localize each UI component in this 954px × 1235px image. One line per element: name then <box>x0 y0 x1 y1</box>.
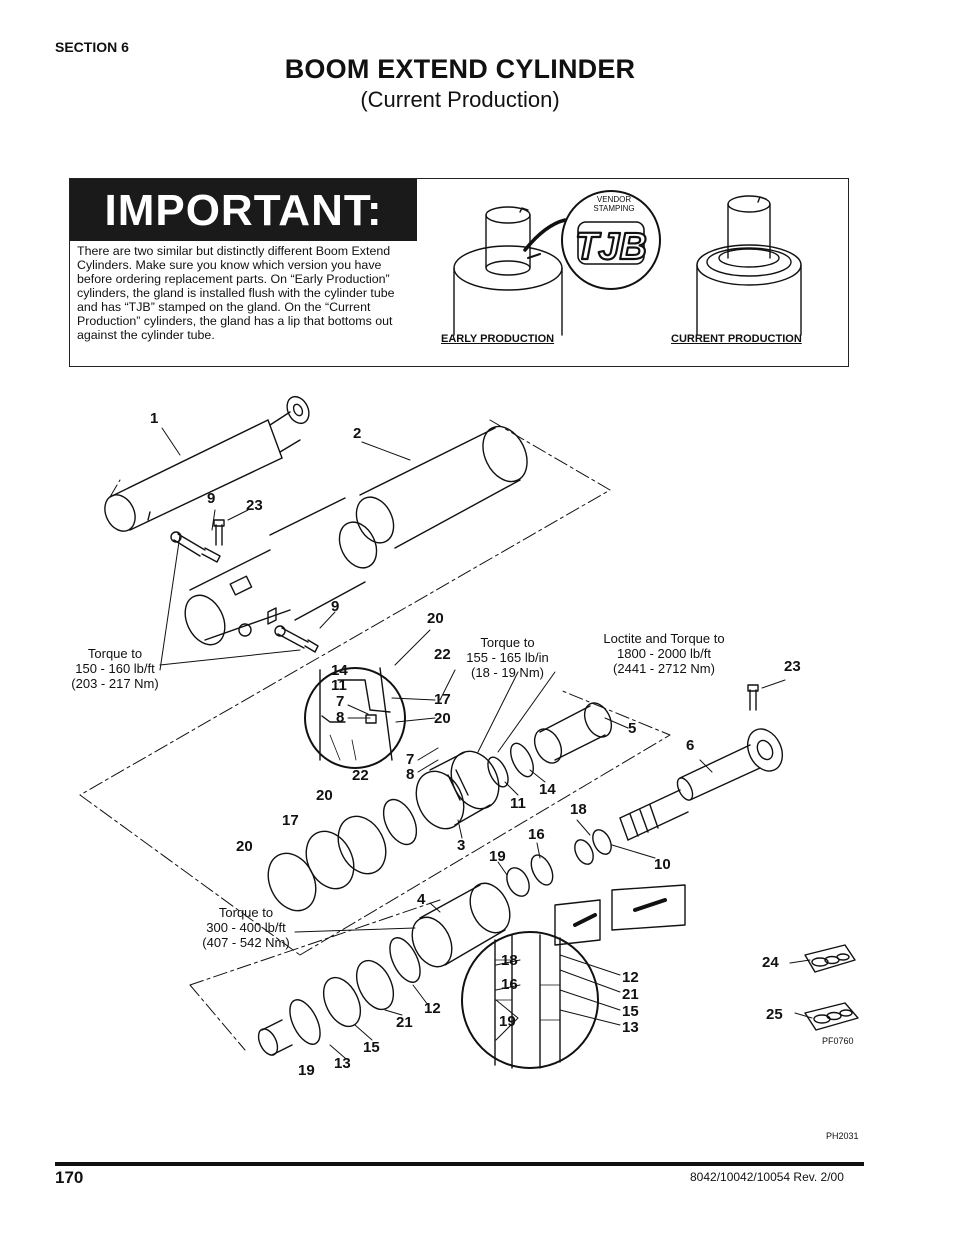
item-1-cylinder-assembly <box>104 395 310 532</box>
callout-23: 23 <box>246 497 263 514</box>
item-9-fittings <box>170 531 319 653</box>
callout-11: 11 <box>331 677 347 694</box>
callout-15: 15 <box>363 1039 380 1056</box>
vendor-stamping-label: VENDOR STAMPING <box>593 195 635 213</box>
page-title: BOOM EXTEND CYLINDER <box>284 54 636 84</box>
callout-5: 5 <box>628 720 637 737</box>
item-10-threads <box>574 789 689 865</box>
item-23-bleeder <box>213 519 759 711</box>
callout-1: 1 <box>150 410 159 427</box>
callout-10: 10 <box>654 856 671 873</box>
early-production-label: EARLY PRODUCTION <box>441 333 555 345</box>
item-5-spacer <box>533 702 613 764</box>
section-label: SECTION 6 <box>55 39 129 55</box>
tjb-logo-text: TJB <box>575 226 647 268</box>
important-notice-box <box>69 178 849 367</box>
callout-6: 6 <box>686 737 695 754</box>
callout-14: 14 <box>539 781 556 798</box>
leader-lines <box>159 427 813 1059</box>
callout-9: 9 <box>331 598 340 615</box>
torque-note-gland: Torque to 300 - 400 lb/ft (407 - 542 Nm) <box>202 905 290 950</box>
callout-13: 13 <box>334 1055 351 1072</box>
important-banner <box>70 179 417 241</box>
seal-kits <box>804 944 859 1031</box>
current-production-illustration <box>696 195 802 336</box>
callout-11: 11 <box>510 795 526 812</box>
callout-7: 7 <box>336 693 345 710</box>
item-3-piston <box>415 750 500 830</box>
callout-7: 7 <box>406 751 415 768</box>
callout-17: 17 <box>282 812 299 829</box>
vendor-stamp-logo: TJB <box>561 190 661 290</box>
seal-rings <box>267 742 535 912</box>
callout-21: 21 <box>622 986 639 1003</box>
detail-wedges <box>554 884 686 946</box>
current-production-label: CURRENT PRODUCTION <box>671 333 802 345</box>
callout-12: 12 <box>622 969 639 986</box>
callout-20: 20 <box>316 787 333 804</box>
loctite-torque-note: Loctite and Torque to 1800 - 2000 lb/ft … <box>603 631 725 676</box>
callout-9: 9 <box>207 490 216 507</box>
callout-25: 25 <box>766 1006 783 1023</box>
callout-19: 19 <box>499 1013 516 1030</box>
callout-20: 20 <box>236 838 253 855</box>
detail-circle-upper <box>304 667 406 769</box>
callout-14: 14 <box>331 662 348 679</box>
callout-16: 16 <box>501 976 518 993</box>
important-body-text: There are two similar but distinctly dif… <box>77 244 395 342</box>
callout-3: 3 <box>457 837 466 854</box>
callout-15: 15 <box>622 1003 639 1020</box>
callout-19: 19 <box>489 848 506 865</box>
callout-4: 4 <box>417 891 426 908</box>
callout-8: 8 <box>336 709 345 726</box>
callout-21: 21 <box>396 1014 413 1031</box>
important-title: IMPORTANT: <box>104 186 383 235</box>
callout-12: 12 <box>424 1000 441 1017</box>
detail-circle-lower <box>461 931 599 1069</box>
document-reference: 8042/10042/10054 Rev. 2/00 <box>690 1170 844 1184</box>
lower-seal-rings <box>257 937 421 1056</box>
item-6-rod <box>676 728 784 801</box>
page-number: 170 <box>55 1168 84 1187</box>
callout-8: 8 <box>406 766 415 783</box>
item-4-gland <box>411 854 554 968</box>
callout-13: 13 <box>622 1019 639 1036</box>
callout-16: 16 <box>528 826 545 843</box>
figure-code-ph: PH2031 <box>826 1131 859 1141</box>
callout-18: 18 <box>501 952 518 969</box>
callout-22: 22 <box>352 767 369 784</box>
callout-20: 20 <box>434 710 451 727</box>
callout-20: 20 <box>427 610 444 627</box>
callout-23: 23 <box>784 658 801 675</box>
page-subtitle: (Current Production) <box>360 87 560 112</box>
callout-24: 24 <box>762 954 779 971</box>
callout-2: 2 <box>353 425 362 442</box>
callout-18: 18 <box>570 801 587 818</box>
callout-19: 19 <box>298 1062 315 1079</box>
callout-17: 17 <box>434 691 451 708</box>
item-2-barrel <box>184 425 528 646</box>
torque-note-fittings: Torque to 150 - 160 lb/ft (203 - 217 Nm) <box>71 646 159 691</box>
callout-22: 22 <box>434 646 451 663</box>
early-production-illustration <box>453 206 567 336</box>
torque-note-piston-screw: Torque to 155 - 165 lb/in (18 - 19 Nm) <box>466 635 549 680</box>
figure-code-pf: PF0760 <box>822 1036 854 1046</box>
footer-rule <box>55 1162 864 1166</box>
